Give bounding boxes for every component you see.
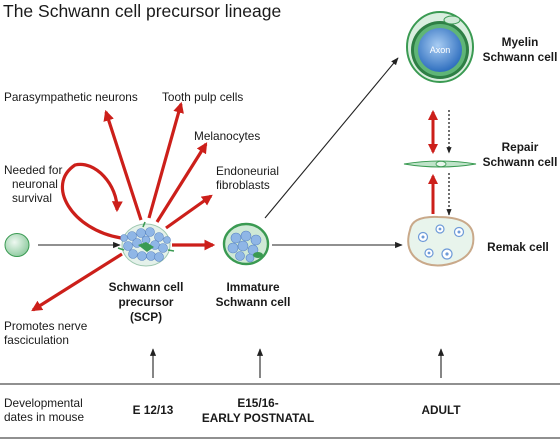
diagram-title: The Schwann cell precursor lineage: [3, 1, 281, 21]
label-needed-line3: survival: [12, 191, 52, 205]
label-myelin-line2: Schwann cell: [483, 50, 558, 64]
label-promotes-line1: Promotes nerve: [4, 319, 88, 333]
label-endoneurial-line2: fibroblasts: [216, 178, 270, 192]
label-promotes-line2: fasciculation: [4, 333, 69, 347]
axon-label: Axon: [430, 45, 451, 55]
arrow-immature-to-myelin: [264, 57, 399, 219]
arrow-to-parasympathetic-neurons: [103, 109, 143, 221]
label-scp-line2: precursor: [118, 295, 173, 309]
label-parasympathetic-neurons: Parasympathetic neurons: [4, 90, 138, 104]
label-remak-cell: Remak cell: [487, 240, 549, 254]
label-immature-line2: Schwann cell: [216, 295, 291, 309]
label-myelin-line1: Myelin: [502, 35, 539, 49]
axon-circle: [418, 28, 462, 72]
label-melanocytes: Melanocytes: [194, 129, 260, 143]
timeline-e15-line1: E15/16-: [237, 396, 278, 410]
arrow-to-melanocytes: [155, 142, 208, 223]
arrow-promotes-fasciculation: [31, 252, 123, 312]
label-repair-line2: Schwann cell: [483, 155, 558, 169]
scp-effect-arrows: [31, 101, 216, 312]
plasticity-arrows: [427, 109, 452, 216]
arrow-to-tooth-pulp-cells: [147, 101, 184, 219]
timeline-e12: E 12/13: [133, 403, 174, 417]
scp-cell-cluster: [117, 221, 175, 267]
remak-cell: [407, 215, 475, 267]
label-endoneurial-line1: Endoneurial: [216, 164, 279, 178]
label-needed-line2: neuronal: [12, 177, 58, 191]
lineage-black-arrows: [38, 57, 445, 378]
timeline-e15-line2: EARLY POSTNATAL: [202, 411, 314, 425]
label-tooth-pulp-cells: Tooth pulp cells: [162, 90, 243, 104]
timeline-label-line2: dates in mouse: [4, 410, 84, 424]
repair-schwann-cell: [403, 160, 477, 168]
label-scp-line1: Schwann cell: [109, 280, 184, 294]
arrow-needed-for-survival-loop: [61, 162, 123, 240]
label-repair-line1: Repair: [502, 140, 539, 154]
progenitor-cell: [4, 233, 30, 257]
myelin-schwann-cell: Axon: [406, 11, 474, 83]
label-scp-line3: (SCP): [130, 310, 162, 324]
label-immature-line1: Immature: [226, 280, 280, 294]
timeline-adult: ADULT: [421, 403, 461, 417]
timeline-label-line1: Developmental: [4, 396, 83, 410]
label-needed-line1: Needed for: [4, 163, 62, 177]
immature-schwann-cell: [222, 222, 270, 266]
arrow-to-endoneurial-fibroblasts: [165, 194, 213, 230]
